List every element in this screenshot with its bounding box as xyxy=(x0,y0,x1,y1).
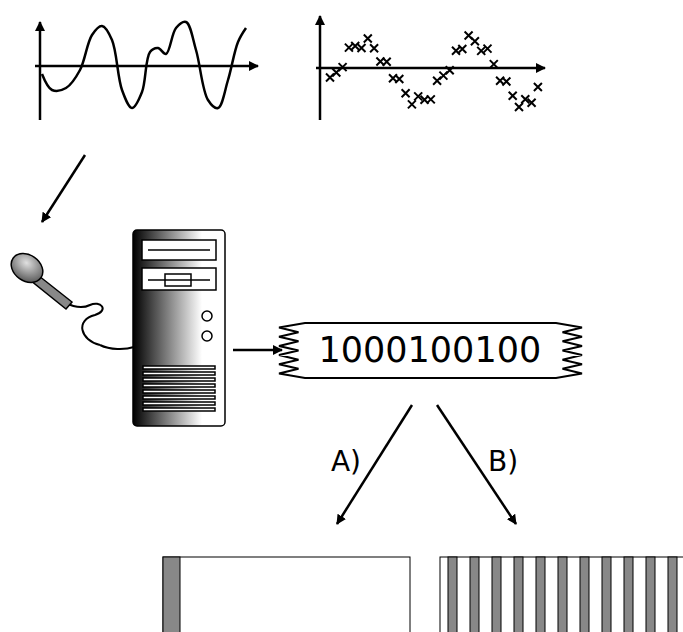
sample-cross xyxy=(446,66,454,74)
arrow xyxy=(42,155,85,222)
bit-strip-b xyxy=(440,557,683,632)
bit-bar xyxy=(514,557,523,632)
bit-string: 1000100100 xyxy=(319,331,542,370)
bit-bar xyxy=(558,557,567,632)
vent-slot xyxy=(143,396,215,399)
sample-cross xyxy=(364,34,372,42)
sample-cross xyxy=(402,89,410,97)
sample-cross xyxy=(383,58,391,66)
bit-bar xyxy=(624,557,633,632)
sample-cross xyxy=(358,44,366,52)
sample-crosses xyxy=(326,31,542,111)
bit-strip-a xyxy=(163,557,410,632)
sample-cross xyxy=(427,95,435,103)
bit-bar xyxy=(448,557,457,632)
vent-slot xyxy=(143,378,215,381)
vent-slot xyxy=(143,372,215,375)
sample-cross xyxy=(351,42,359,50)
sample-cross xyxy=(471,37,479,45)
sample-cross xyxy=(458,45,466,53)
y-axis xyxy=(39,22,42,120)
sampled-plot xyxy=(316,16,545,120)
x-axis xyxy=(316,67,545,70)
option-label: A) xyxy=(331,447,361,478)
option-label: B) xyxy=(488,447,518,478)
arrow xyxy=(233,349,282,352)
analog-wave xyxy=(42,22,246,108)
vent-slot xyxy=(143,408,215,411)
analog-plot xyxy=(35,22,258,120)
computer-tower xyxy=(133,230,225,426)
sample-cross xyxy=(370,44,378,52)
mic-head xyxy=(6,248,49,289)
vent-slot xyxy=(143,402,215,405)
bit-banner: 1000100100 xyxy=(279,323,582,378)
sample-cross xyxy=(490,60,498,68)
sample-cross xyxy=(509,92,517,100)
sample-cross xyxy=(502,77,510,85)
sample-cross xyxy=(534,83,542,91)
bit-bar xyxy=(668,557,677,632)
bit-bar xyxy=(492,557,501,632)
sample-cross xyxy=(339,63,347,71)
vent-slot xyxy=(143,390,215,393)
banner-outline xyxy=(279,323,582,378)
bit-bar xyxy=(470,557,479,632)
sample-cross xyxy=(395,75,403,83)
bit-bar xyxy=(646,557,655,632)
sample-cross xyxy=(528,99,536,107)
mic-cable xyxy=(100,345,134,349)
sample-cross xyxy=(515,103,523,111)
sample-cross xyxy=(408,100,416,108)
bit-bar xyxy=(602,557,611,632)
vent-slot xyxy=(143,384,215,387)
bit-bar xyxy=(580,557,589,632)
microphone xyxy=(6,248,134,349)
sample-cross xyxy=(484,45,492,53)
vent-slot xyxy=(143,366,215,369)
bit-bar xyxy=(536,557,545,632)
